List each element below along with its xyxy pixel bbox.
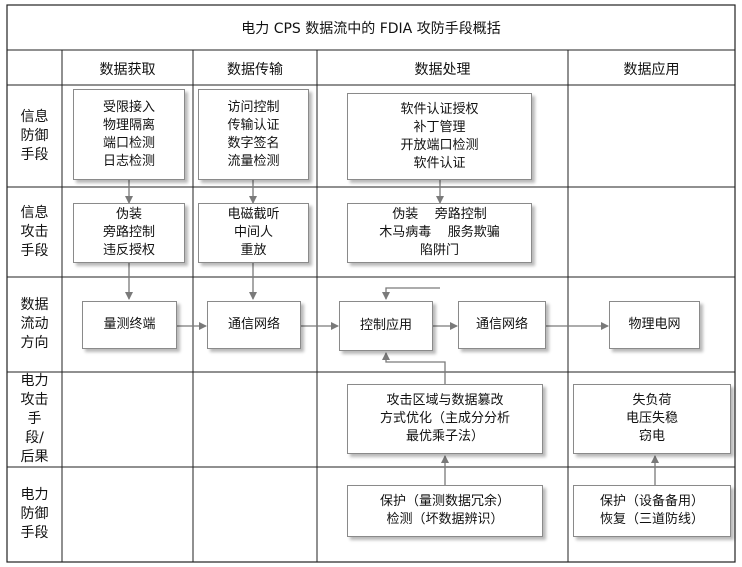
acquisition-attack-box: 伪装 旁路控制 违反授权 <box>73 203 185 263</box>
flow-grid-box: 物理电网 <box>609 301 700 349</box>
application-power-defense-box: 保护（设备备用） 恢复（三道防线） <box>573 485 731 537</box>
flow-control-box: 控制应用 <box>339 301 433 351</box>
arrow-attack-opt-control <box>382 352 446 384</box>
table-frame <box>6 4 736 563</box>
column-header-processing: 数据处理 <box>414 61 471 78</box>
column-header-acquisition: 数据获取 <box>99 61 156 78</box>
flow-terminal-box: 量测终端 <box>82 301 177 349</box>
processing-defense-box: 软件认证授权 补丁管理 开放端口检测 软件认证 <box>347 93 532 180</box>
row-header-info-defense: 信息防御手段 <box>20 108 49 163</box>
row-header-power-defense: 电力防御手段 <box>20 487 49 541</box>
transmission-defense-box: 访问控制 传输认证 数字签名 流量检测 <box>198 89 309 180</box>
processing-power-attack-box: 攻击区域与数据篡改 方式优化（主成分分析 最优乘子法） <box>347 384 543 454</box>
application-power-attack-box: 失负荷 电压失稳 窃电 <box>573 384 731 454</box>
arrow-proc-attack-control <box>382 287 440 300</box>
column-header-application: 数据应用 <box>623 61 680 78</box>
flow-network-box-1: 通信网络 <box>207 301 301 349</box>
transmission-attack-box: 电磁截听 中间人 重放 <box>198 203 309 263</box>
processing-power-defense-box: 保护（量测数据冗余） 检测（坏数据辨识） <box>347 485 543 537</box>
column-header-transmission: 数据传输 <box>227 61 283 78</box>
row-header-data-flow: 数据流动方向 <box>20 297 49 351</box>
row-header-power-attack: 电力攻击手段/后果 <box>20 373 49 465</box>
flow-network-box-2: 通信网络 <box>458 301 546 349</box>
processing-attack-box: 伪装 旁路控制 木马病毒 服务欺骗 陷阱门 <box>347 203 532 263</box>
diagram-title: 电力 CPS 数据流中的 FDIA 攻防手段概括 <box>241 20 501 37</box>
row-header-info-attack: 信息攻击手段 <box>20 204 49 259</box>
acquisition-defense-box: 受限接入 物理隔离 端口检测 日志检测 <box>73 89 185 180</box>
